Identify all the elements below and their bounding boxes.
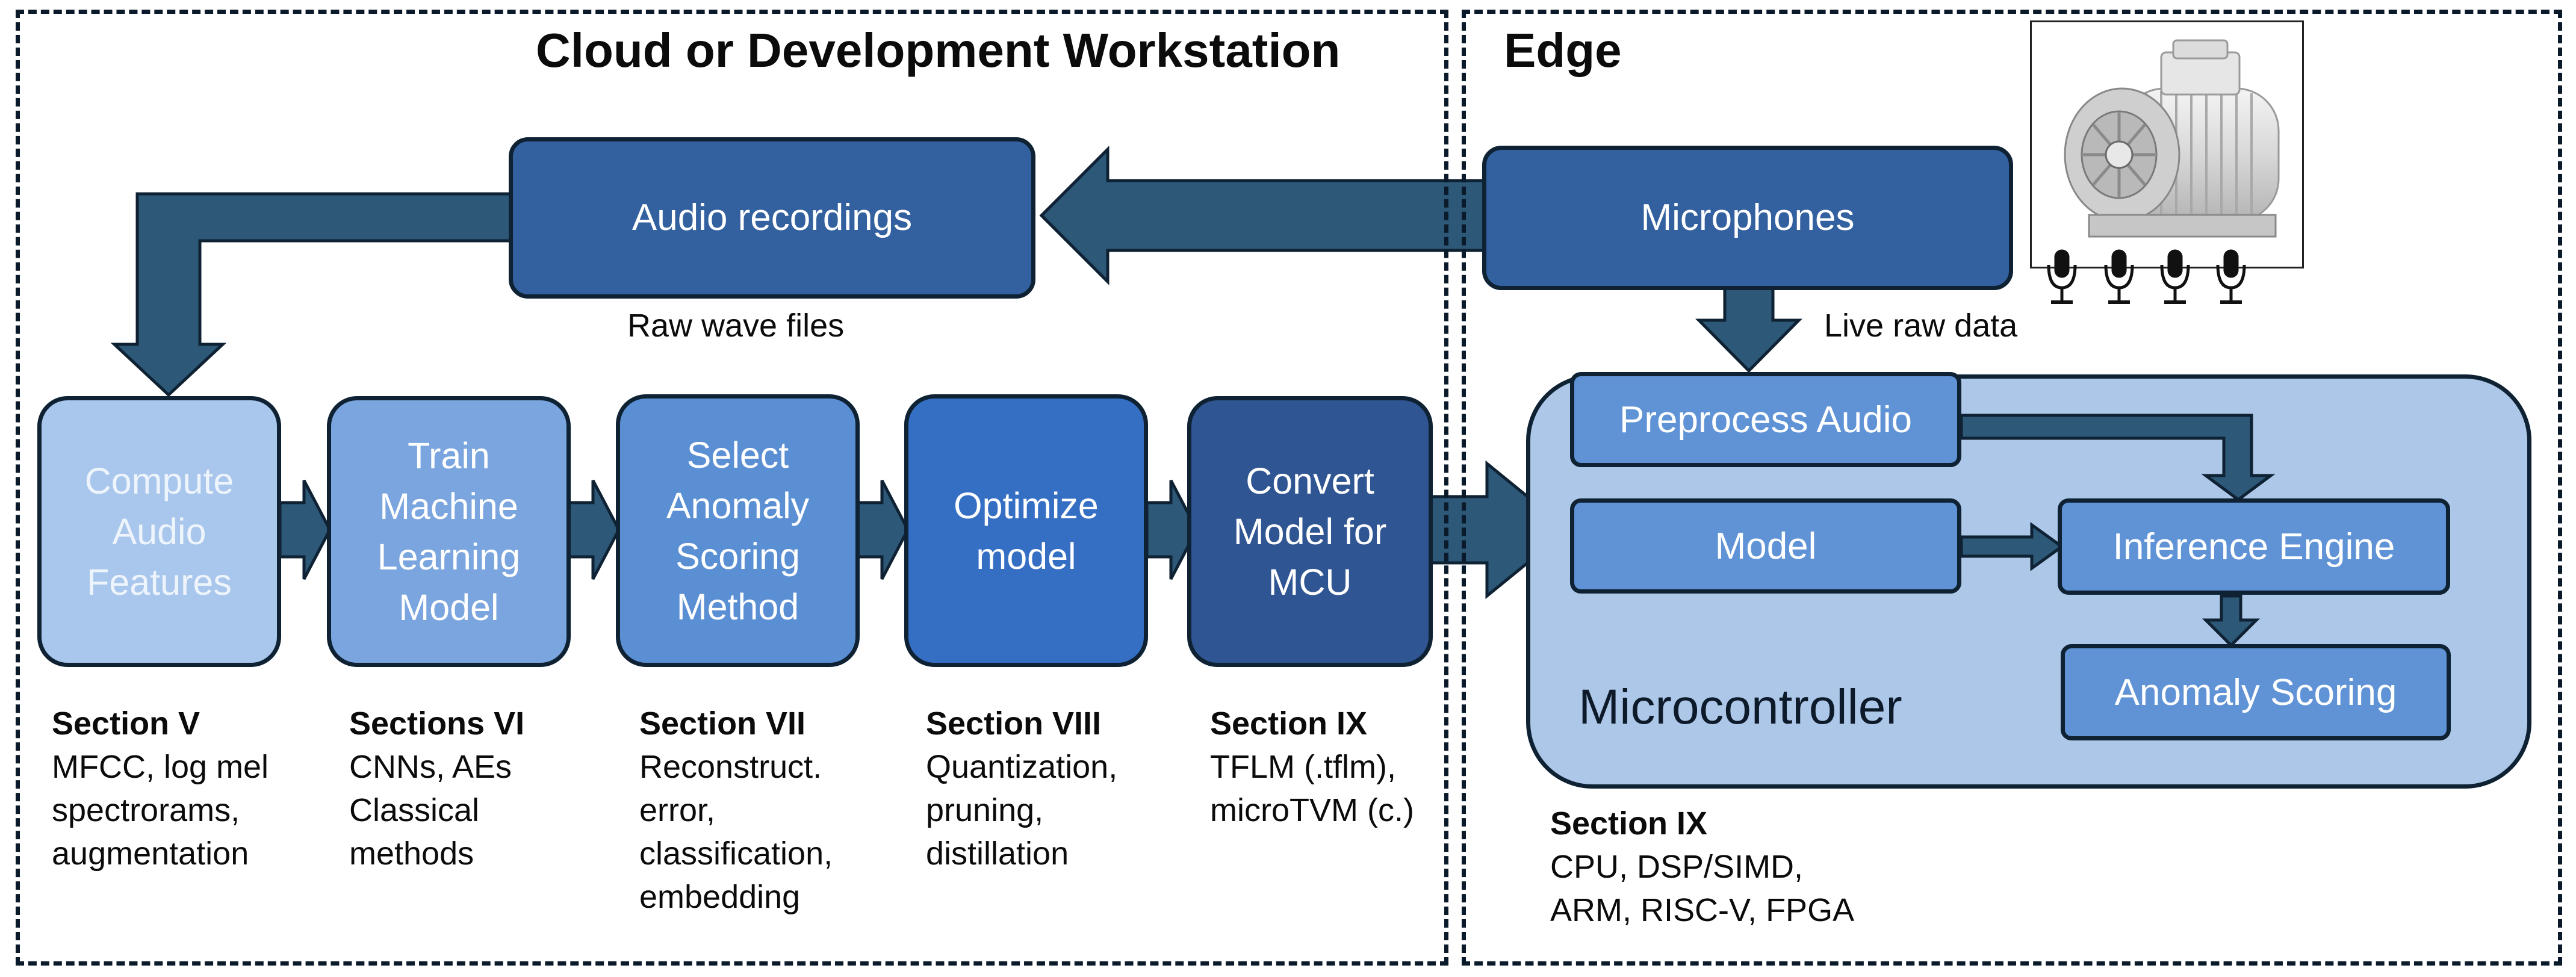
microphones-label: Microphones (1640, 197, 1855, 238)
note-line: Reconstruct. (639, 749, 822, 785)
notes-stage-5: Section IX TFLM (.tflm), microTVM (c.) (1210, 702, 1414, 832)
notes-stage-3: Section VII Reconstruct. error, classifi… (639, 702, 833, 919)
note-line: MFCC, log mel (52, 749, 269, 785)
arrow-mics-to-preprocess (1695, 286, 1802, 373)
stage-line: Method (676, 586, 799, 627)
stage-line: Compute (84, 461, 234, 501)
audio-recordings-label: Audio recordings (632, 197, 913, 238)
inference-engine-box: Inference Engine (2058, 498, 2450, 595)
model-label: Model (1715, 525, 1817, 567)
live-raw-data-label: Live raw data (1824, 308, 2018, 344)
note-line: pruning, (926, 792, 1044, 828)
section-heading: Section V (52, 706, 200, 742)
section-heading: Section VII (639, 706, 806, 742)
note-line: distillation (926, 836, 1069, 872)
section-heading: Section IX (1210, 706, 1368, 742)
stage-line: Anomaly (666, 485, 810, 526)
notes-microcontroller: Section IX CPU, DSP/SIMD, ARM, RISC-V, F… (1550, 802, 1854, 932)
stage-optimize-model: Optimize model (904, 394, 1148, 667)
notes-stage-1: Section V MFCC, log mel spectrorams, aug… (52, 702, 268, 875)
note-line: methods (349, 836, 474, 872)
section-heading: Sections VI (349, 706, 525, 742)
edge-region-title: Edge (1504, 23, 1622, 77)
arrow-stage1-to-stage2 (278, 479, 332, 580)
stage-line: Select (686, 434, 789, 476)
stage-line: model (976, 535, 1076, 577)
note-line: CNNs, AEs (349, 749, 512, 785)
electric-motor-icon (2064, 39, 2280, 238)
stage-line: Machine (379, 486, 518, 527)
note-line: error, (639, 792, 716, 828)
model-box: Model (1570, 498, 1961, 594)
stage-line: MCU (1268, 562, 1352, 603)
audio-recordings-box: Audio recordings (509, 137, 1035, 299)
stage-line: Optimize (954, 485, 1099, 526)
microphones-box: Microphones (1482, 146, 2013, 290)
notes-stage-2: Sections VI CNNs, AEs Classical methods (349, 702, 524, 875)
preprocess-audio-label: Preprocess Audio (1619, 399, 1912, 441)
cloud-region-title: Cloud or Development Workstation (536, 23, 1341, 77)
stage-line: Scoring (675, 535, 800, 577)
section-heading: Section IX (1550, 805, 1708, 842)
preprocess-audio-box: Preprocess Audio (1570, 372, 1961, 467)
notes-stage-4: Section VIII Quantization, pruning, dist… (926, 702, 1117, 875)
note-line: Classical (349, 792, 480, 828)
stage-line: Convert (1246, 461, 1374, 501)
stage-line: Features (87, 562, 232, 603)
note-line: TFLM (.tflm), (1210, 749, 1396, 785)
note-line: embedding (639, 879, 801, 915)
edge-region (1462, 10, 2562, 966)
stage-line: Learning (377, 536, 521, 577)
raw-wave-files-label: Raw wave files (627, 308, 845, 344)
anomaly-scoring-label: Anomaly Scoring (2114, 671, 2397, 713)
anomaly-scoring-box: Anomaly Scoring (2061, 644, 2451, 740)
stage-line: Model (399, 587, 499, 628)
stage-line: Train (408, 435, 490, 476)
arrow-stage2-to-stage3 (567, 479, 621, 580)
note-line: CPU, DSP/SIMD, (1550, 849, 1804, 885)
arrow-stage4-to-stage5 (1145, 479, 1199, 580)
arrow-recordings-to-features (110, 192, 514, 397)
inference-engine-label: Inference Engine (2112, 526, 2395, 568)
stage-line: Model for (1233, 511, 1387, 552)
note-line: classification, (639, 836, 833, 872)
arrow-mics-to-recordings (1039, 145, 1489, 286)
note-line: microTVM (c.) (1210, 792, 1414, 828)
note-line: spectrorams, (52, 792, 240, 828)
microcontroller-label: Microcontroller (1578, 680, 1902, 734)
note-line: augmentation (52, 836, 249, 872)
stage-line: Audio (112, 511, 206, 552)
section-heading: Section VIII (926, 706, 1102, 742)
motor-image (2030, 20, 2304, 268)
arrow-stage3-to-stage4 (856, 479, 910, 580)
cloud-region (16, 10, 1448, 966)
note-line: ARM, RISC-V, FPGA (1550, 892, 1855, 928)
note-line: Quantization, (926, 749, 1118, 785)
